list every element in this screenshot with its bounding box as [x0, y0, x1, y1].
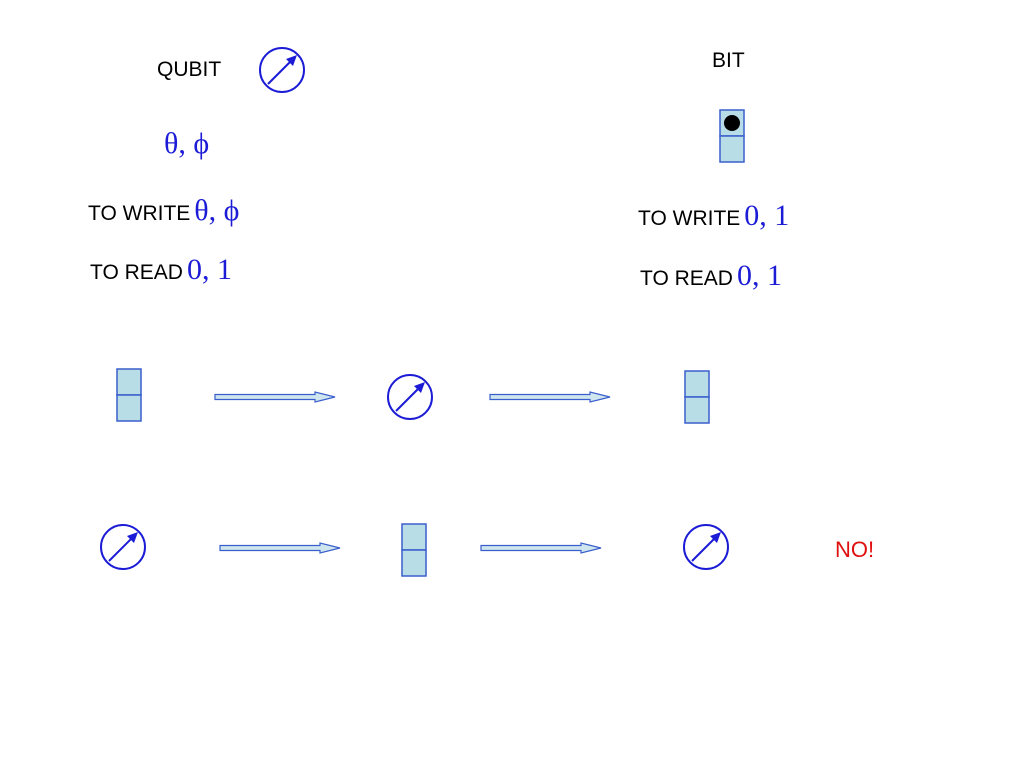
row1-bit-start-icon [116, 368, 142, 422]
qubit-write-line: TO WRITE θ, ϕ [88, 194, 239, 228]
row2-qubit-end-icon [683, 524, 729, 570]
row2-qubit-start-icon [100, 524, 146, 570]
qubit-write-label: TO WRITE [88, 202, 191, 225]
row1-arrow-1 [214, 391, 336, 403]
bit-read-line: TO READ 0, 1 [640, 259, 782, 293]
bit-title: BIT [712, 49, 745, 72]
bit-write-label: TO WRITE [638, 207, 741, 230]
qubit-read-label: TO READ [90, 261, 183, 284]
row-2 [100, 523, 729, 577]
qubit-read-line: TO READ 0, 1 [90, 253, 232, 287]
qubit-header-icon [259, 47, 305, 93]
qubit-params: θ, ϕ [164, 127, 210, 160]
row1-bit-end-icon [684, 370, 710, 424]
row1-qubit-icon [387, 374, 433, 420]
row2-arrow-1 [219, 542, 341, 554]
bit-write-values: 0, 1 [744, 199, 790, 232]
row2-arrow-2 [480, 542, 602, 554]
row2-bit-icon [401, 523, 427, 577]
qubit-title: QUBIT [157, 58, 222, 81]
qubit-read-values: 0, 1 [186, 253, 232, 286]
bit-read-label: TO READ [640, 267, 733, 290]
row-1 [116, 368, 710, 424]
bit-header-icon [719, 109, 745, 163]
bit-write-line: TO WRITE 0, 1 [638, 199, 789, 233]
bit-read-values: 0, 1 [736, 259, 782, 292]
qubit-write-values: θ, ϕ [194, 194, 240, 227]
row1-arrow-2 [489, 391, 611, 403]
verdict-no: NO! [835, 537, 875, 562]
